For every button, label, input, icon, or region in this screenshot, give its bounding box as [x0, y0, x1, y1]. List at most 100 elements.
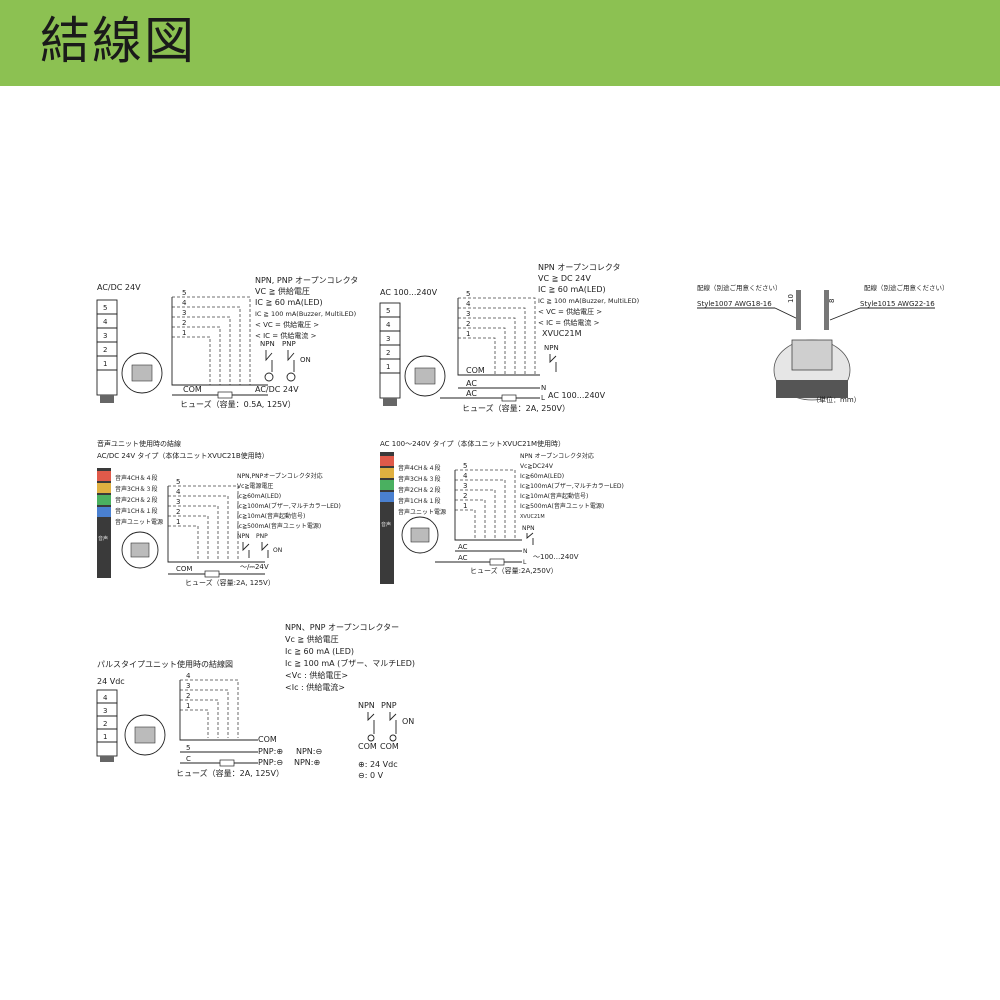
d6-npn: NPN: [358, 701, 375, 710]
d4-channel: 音声4CH＆４段: [115, 474, 158, 482]
d5-tower-label: 音声: [381, 521, 391, 528]
d4-on: ON: [273, 547, 282, 554]
diagram-voice-ac100-240: AC 100～240V タイプ（本体ユニットXVUC21M使用時） 音声 音声4…: [380, 439, 624, 584]
d3-dim-right: 8: [828, 299, 836, 303]
d5-wire: 3: [463, 482, 467, 490]
d1-note: < IC = 供給電流 >: [255, 331, 317, 340]
d2-tower: 5 4 3 2 1: [379, 302, 401, 406]
d6-fuse: ヒューズ（容量：2A, 125V）: [176, 768, 284, 778]
d4-wire: 3: [176, 498, 180, 506]
d6-wire: 4: [186, 672, 191, 680]
d5-npn: NPN: [522, 525, 535, 532]
d6-com-b: COM: [380, 742, 399, 751]
d6-note: Ic ≧ 100 mA (ブザー、マルチLED): [285, 658, 415, 668]
d1-com: COM: [183, 385, 202, 394]
d2-npn: NPN: [544, 344, 559, 352]
d6-note: Ic ≧ 60 mA (LED): [285, 647, 354, 656]
d2-n: N: [541, 384, 546, 392]
d1-fuse: ヒューズ（容量：0.5A, 125V）: [180, 399, 296, 409]
d1-note: VC ≧ 供給電圧: [255, 286, 310, 296]
d6-wire: 3: [186, 682, 190, 690]
d1-note: IC ≧ 100 mA(Buzzer, MultiLED): [255, 310, 356, 318]
d4-channel: 音声1CH＆１段: [115, 507, 158, 515]
d5-supply-label: 〜100…240V: [533, 553, 579, 561]
d6-com: COM: [258, 735, 277, 744]
d5-wire: 4: [463, 472, 468, 480]
d5-ac-2: AC: [458, 554, 468, 562]
d6-legend-plus: ⊕: 24 Vdc: [358, 760, 398, 769]
d2-wire: 2: [466, 320, 470, 328]
d4-tower: 音声: [97, 468, 111, 578]
d5-fuse: ヒューズ（容量:2A,250V）: [470, 566, 558, 575]
d6-com-a: COM: [358, 742, 377, 751]
d2-wire: 4: [466, 300, 471, 308]
header-bar: 結線図: [0, 0, 1000, 86]
d2-com: COM: [466, 366, 485, 375]
d1-supply-label: AC/DC 24V: [255, 385, 299, 394]
d1-npn: NPN: [260, 340, 275, 348]
d5-wire: 5: [463, 462, 467, 470]
d5-channel: 音声4CH＆４段: [398, 464, 441, 472]
d1-tier: 1: [103, 360, 107, 368]
d6-tier: 1: [103, 733, 107, 741]
d5-l: L: [523, 559, 527, 566]
d3-dim-left: 10: [787, 294, 795, 303]
d6-wire-c: C: [186, 755, 191, 763]
d1-pnp: PNP: [282, 340, 296, 348]
d2-tier: 4: [386, 321, 391, 329]
d6-npn-plus: NPN:⊕: [294, 758, 320, 767]
d2-tier: 1: [386, 363, 390, 371]
d5-n: N: [523, 548, 528, 555]
d5-note: Ic≧500mA(音声ユニット電源): [520, 502, 604, 510]
d4-wire: 4: [176, 488, 181, 496]
d1-base-unit: [121, 352, 163, 394]
d4-note: Ic≧100mA(ブザー,マルチカラーLED): [237, 502, 341, 510]
d4-supply: AC/DC 24V タイプ（本体ユニットXVUC21B使用時）: [97, 451, 269, 460]
d6-pnp: PNP: [381, 701, 397, 710]
d2-ac-2: AC: [466, 389, 477, 398]
d3-wire-right-spec: Style1015 AWG22-16: [860, 300, 935, 308]
d1-note: < VC = 供給電圧 >: [255, 320, 319, 329]
d4-tower-label: 音声: [98, 535, 108, 542]
d1-note: IC ≧ 60 mA(LED): [255, 298, 323, 307]
d1-tier: 5: [103, 304, 107, 312]
d4-base-unit: [121, 531, 159, 569]
d6-tier: 4: [103, 694, 108, 702]
d6-note: <Ic : 供給電流>: [285, 682, 345, 692]
d1-note: NPN, PNP オープンコレクタ: [255, 276, 358, 285]
d1-wire: 1: [182, 329, 186, 337]
d2-note: IC ≧ 60 mA(LED): [538, 285, 606, 294]
d2-tier: 3: [386, 335, 390, 343]
d2-l: L: [541, 394, 545, 402]
d2-ac-1: AC: [466, 379, 477, 388]
d5-unit: XVUC21M: [520, 514, 545, 520]
d4-fuse: ヒューズ（容量:2A, 125V）: [185, 578, 275, 587]
d3-wire-right: 配線（別途ご用意ください）: [864, 283, 949, 292]
d5-base-unit: [401, 516, 439, 554]
d2-wire: 1: [466, 330, 470, 338]
minus-icon: [264, 372, 274, 382]
d5-tower: 音声: [380, 452, 394, 584]
d6-wire: 2: [186, 692, 190, 700]
d5-ac-1: AC: [458, 543, 468, 551]
d1-wire: 5: [182, 289, 186, 297]
d5-channel: 音声1CH＆１段: [398, 497, 441, 505]
d6-supply: 24 Vdc: [97, 677, 125, 686]
d1-wire: 2: [182, 319, 186, 327]
d1-tier: 2: [103, 346, 107, 354]
d6-npn-minus: NPN:⊖: [296, 747, 322, 756]
d6-pnp-plus: PNP:⊕: [258, 747, 283, 756]
d2-supply: AC 100...240V: [380, 288, 438, 297]
d2-tier: 2: [386, 349, 390, 357]
d6-note: <Vc : 供給電圧>: [285, 670, 348, 680]
diagram-acdc24: AC/DC 24V 5 4 3 2 1 5 4 3 2 1: [96, 276, 358, 409]
d4-wire: 1: [176, 518, 180, 526]
d5-wire: 1: [463, 502, 467, 510]
d2-note: NPN オープンコレクタ: [538, 263, 621, 272]
d5-channel: 音声ユニット電源: [398, 508, 446, 516]
d6-wire: 1: [186, 702, 190, 710]
d4-note: Vc≧電源電圧: [237, 482, 273, 490]
d4-channel: 音声ユニット電源: [115, 518, 163, 526]
d6-wire-5: 5: [186, 744, 190, 752]
d2-note: < IC = 供給電流 >: [538, 318, 600, 327]
